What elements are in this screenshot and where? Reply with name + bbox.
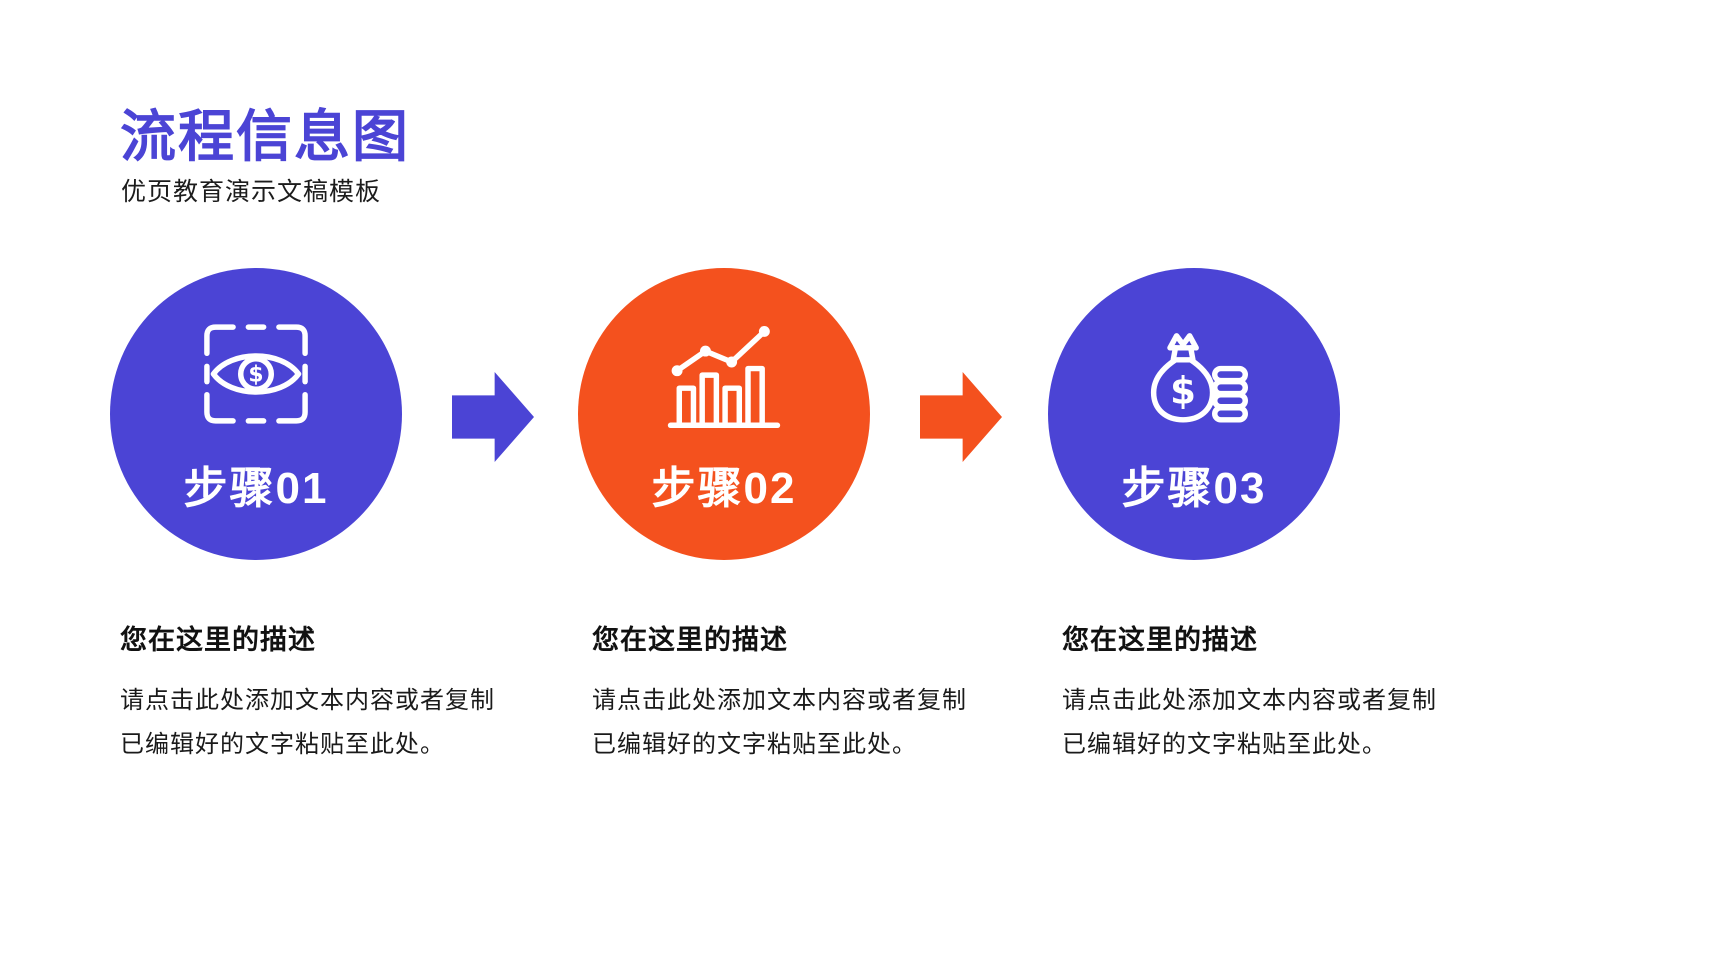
step-label: 步骤03 bbox=[1121, 464, 1267, 513]
page-subtitle: 优页教育演示文稿模板 bbox=[121, 178, 382, 206]
eye-scan-icon: $ bbox=[196, 314, 316, 434]
step-description: 请点击此处添加文本内容或者复制已编辑好的文字粘贴至此处。 bbox=[1062, 687, 1437, 758]
growth-chart-icon bbox=[664, 314, 784, 434]
arrow-right-icon bbox=[920, 372, 1002, 462]
step-circle-1: $ 步骤01 bbox=[110, 268, 402, 560]
step-description-block-3: 您在这里的描述 请点击此处添加文本内容或者复制已编辑好的文字粘贴至此处。 bbox=[1062, 618, 1462, 767]
step-description-block-2: 您在这里的描述 请点击此处添加文本内容或者复制已编辑好的文字粘贴至此处。 bbox=[592, 618, 992, 767]
step-description: 请点击此处添加文本内容或者复制已编辑好的文字粘贴至此处。 bbox=[120, 687, 495, 758]
step-circle-2: 步骤02 bbox=[578, 268, 870, 560]
step-description: 请点击此处添加文本内容或者复制已编辑好的文字粘贴至此处。 bbox=[592, 687, 967, 758]
step-label: 步骤01 bbox=[183, 464, 329, 513]
step-heading: 您在这里的描述 bbox=[1062, 625, 1258, 655]
step-label: 步骤02 bbox=[651, 464, 797, 513]
step-description-block-1: 您在这里的描述 请点击此处添加文本内容或者复制已编辑好的文字粘贴至此处。 bbox=[120, 618, 520, 767]
svg-text:$: $ bbox=[248, 363, 263, 388]
arrow-right-icon bbox=[452, 372, 534, 462]
step-heading: 您在这里的描述 bbox=[120, 625, 316, 655]
page-title: 流程信息图 bbox=[120, 105, 410, 168]
svg-text:$: $ bbox=[1170, 369, 1196, 412]
money-bag-icon: $ bbox=[1134, 314, 1254, 434]
step-heading: 您在这里的描述 bbox=[592, 625, 788, 655]
step-circle-3: $ 步骤03 bbox=[1048, 268, 1340, 560]
